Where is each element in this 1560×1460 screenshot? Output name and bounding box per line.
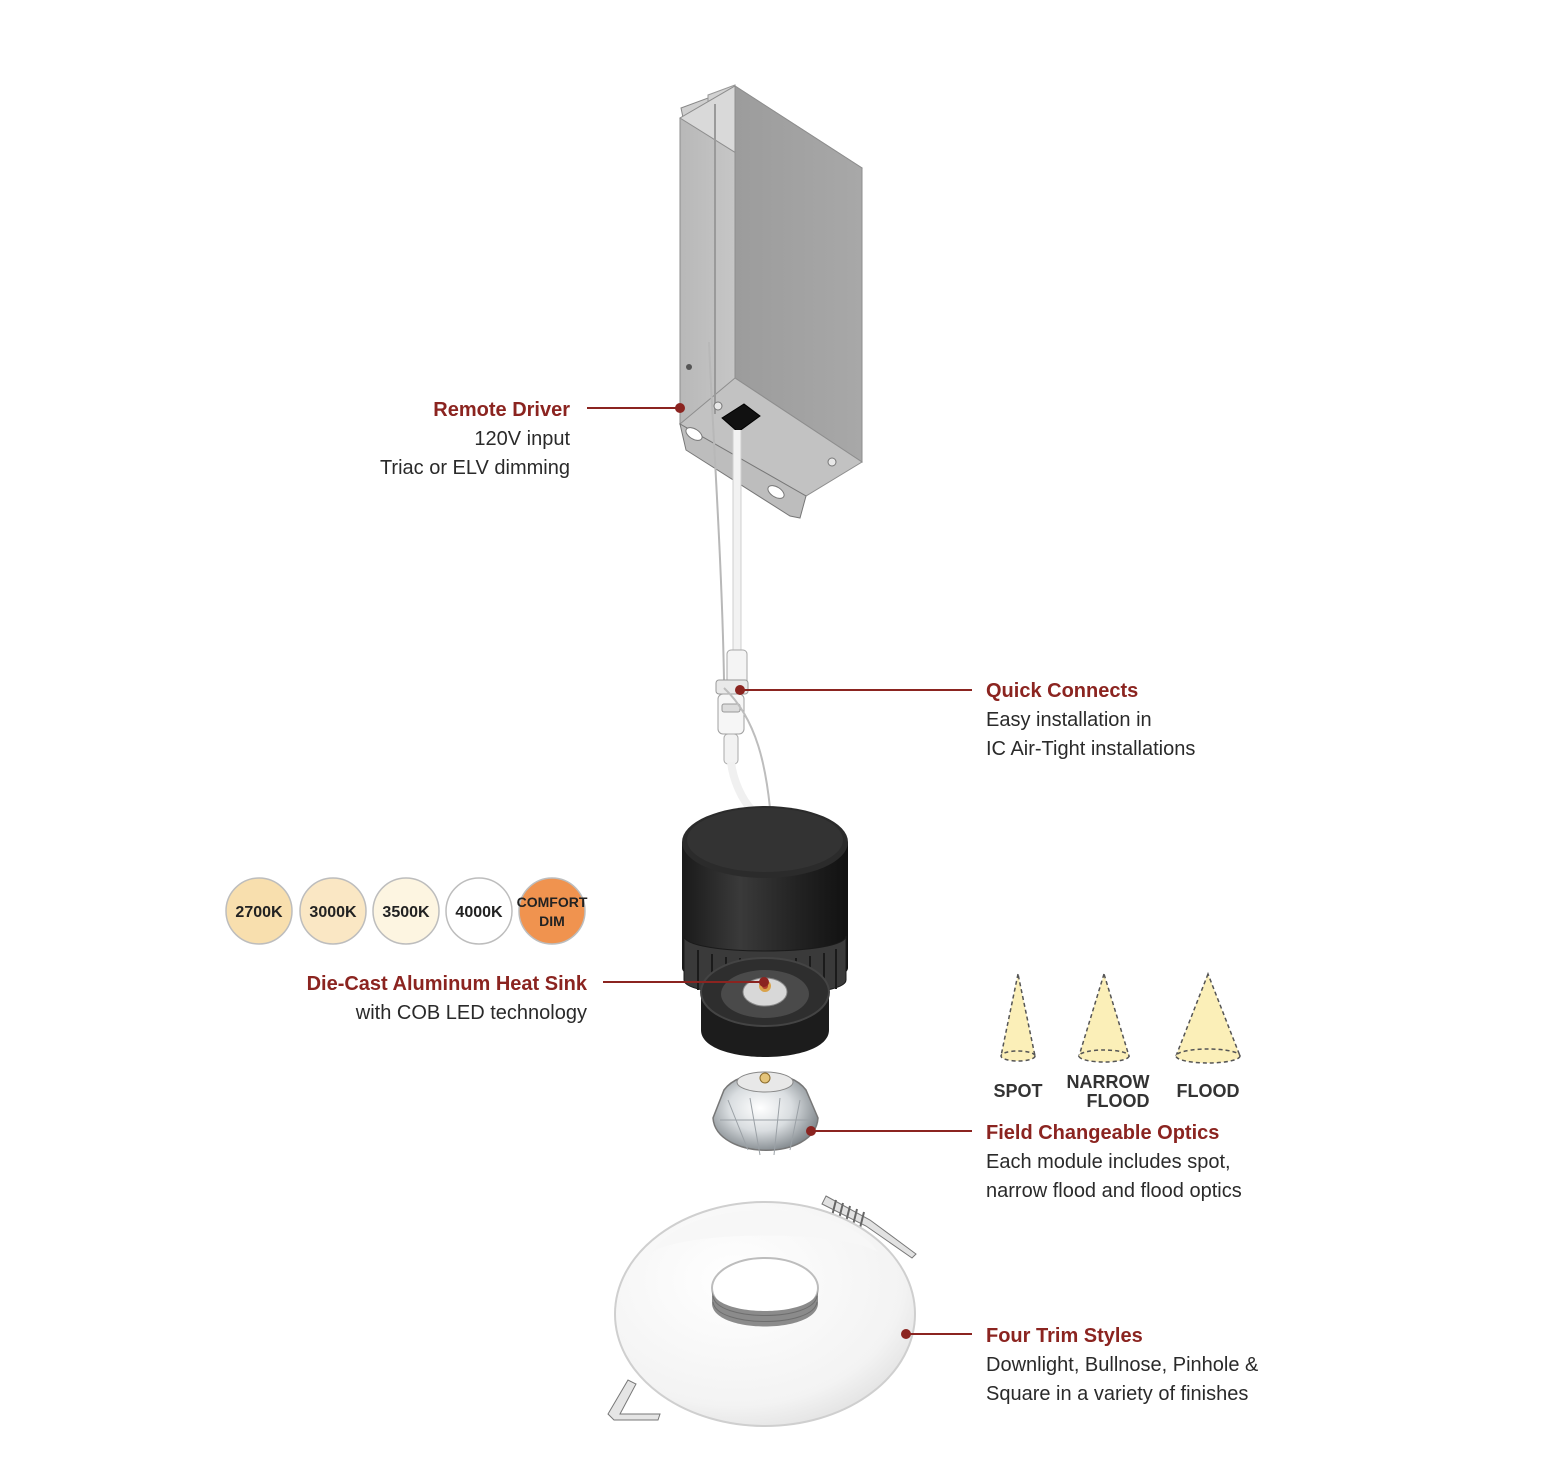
optic-facets: [720, 1097, 810, 1156]
callout-title: Four Trim Styles: [986, 1325, 1143, 1347]
callout-title: Quick Connects: [986, 680, 1138, 702]
cct-badge-3500k: 3500K: [372, 877, 440, 945]
cct-swatch: [518, 877, 586, 945]
cct-swatch: [445, 877, 513, 945]
cct-swatch: [299, 877, 367, 945]
cct-swatch: [225, 877, 293, 945]
callout-line: narrow flood and flood optics: [986, 1180, 1242, 1202]
callout-line: Each module includes spot,: [986, 1151, 1231, 1173]
leader-lines: [587, 403, 972, 1339]
cct-badge-comfort-dim: COMFORT DIM: [517, 877, 588, 945]
main-cable-outline: [732, 430, 742, 680]
beam-flood: FLOOD: [1174, 971, 1242, 1101]
callout-title: Die-Cast Aluminum Heat Sink: [307, 973, 588, 995]
cct-label: 3500K: [382, 904, 430, 921]
driver-screw: [827, 457, 837, 467]
driver-cables: [708, 341, 742, 681]
callout-line: IC Air-Tight installations: [986, 738, 1195, 760]
lower-ground-wire: [723, 687, 771, 809]
callout-heat-sink: Die-Cast Aluminum Heat Sink with COB LED…: [307, 973, 588, 1024]
driver-grommet: [721, 403, 761, 433]
beam-angle-options: SPOT NARROW FLOOD FLOOD: [993, 971, 1242, 1111]
heat-sink-top-highlight: [687, 808, 843, 872]
flange-slot: [685, 427, 703, 441]
cct-label: 4000K: [455, 904, 503, 921]
led-module-heat-sink: [682, 806, 848, 1057]
callout-quick-connects: Quick Connects Easy installation in IC A…: [986, 680, 1195, 760]
quick-connect-assembly: [715, 649, 771, 813]
trim-spring-clip-lower: [607, 1379, 661, 1421]
beam-label: FLOOD: [1177, 1081, 1240, 1101]
callout-line: with COB LED technology: [355, 1002, 587, 1024]
cct-label: 2700K: [235, 904, 283, 921]
trim-spring-clip: [821, 1195, 917, 1259]
lower-cable: [727, 761, 755, 813]
beam-spot: SPOT: [993, 973, 1043, 1101]
beam-base-icon: [1078, 1049, 1130, 1063]
cct-label: DIM: [539, 913, 565, 929]
beam-label: NARROW: [1067, 1072, 1150, 1092]
beam-narrow-flood: NARROW FLOOD: [1067, 971, 1150, 1111]
beam-cone-icon: [1174, 971, 1242, 1057]
callout-line: Triac or ELV dimming: [380, 457, 570, 479]
leader-dot: [806, 1126, 816, 1136]
flange-slot: [767, 485, 785, 499]
cct-swatch: [372, 877, 440, 945]
callout-line: Easy installation in: [986, 709, 1152, 731]
driver-screw: [686, 364, 692, 370]
cct-badge-2700k: 2700K: [225, 877, 293, 945]
driver-screw: [713, 401, 723, 411]
cct-badge-4000k: 4000K: [445, 877, 513, 945]
callout-title: Field Changeable Optics: [986, 1122, 1219, 1144]
callout-remote-driver: Remote Driver 120V input Triac or ELV di…: [380, 399, 571, 479]
beam-cone-icon: [1077, 971, 1131, 1057]
color-temperature-options: 2700K 3000K 3500K 4000K COMFORT DIM: [225, 877, 588, 945]
optic-led: [759, 1072, 771, 1084]
ground-wire: [708, 341, 725, 681]
remote-driver-box: [679, 84, 863, 519]
quick-connect-lower: [717, 693, 745, 735]
beam-label: FLOOD: [1087, 1091, 1150, 1111]
trim-aperture-threads: [712, 1290, 818, 1327]
beam-cone-icon: [1000, 973, 1036, 1057]
trim-assembly: [607, 1195, 917, 1427]
quick-connect-tail: [723, 733, 739, 765]
cct-label: 3000K: [309, 904, 357, 921]
callout-line: Downlight, Bullnose, Pinhole &: [986, 1354, 1259, 1376]
leader-dot: [735, 685, 745, 695]
quick-connect-ring: [721, 703, 741, 713]
callout-optics: Field Changeable Optics Each module incl…: [986, 1122, 1242, 1202]
leader-dot: [675, 403, 685, 413]
trim-upper-cone: [652, 1210, 878, 1252]
beam-base-icon: [1000, 1050, 1036, 1062]
leader-dot: [759, 977, 769, 987]
cct-badge-3000k: 3000K: [299, 877, 367, 945]
callout-trims: Four Trim Styles Downlight, Bullnose, Pi…: [986, 1325, 1259, 1405]
cct-label: COMFORT: [517, 894, 588, 910]
callout-title: Remote Driver: [433, 399, 570, 421]
leader-dot: [901, 1329, 911, 1339]
beam-base-icon: [1175, 1048, 1241, 1064]
callout-line: Square in a variety of finishes: [986, 1383, 1248, 1405]
callout-line: 120V input: [474, 428, 570, 450]
optic-lens: [712, 1071, 819, 1156]
beam-label: SPOT: [993, 1081, 1042, 1101]
